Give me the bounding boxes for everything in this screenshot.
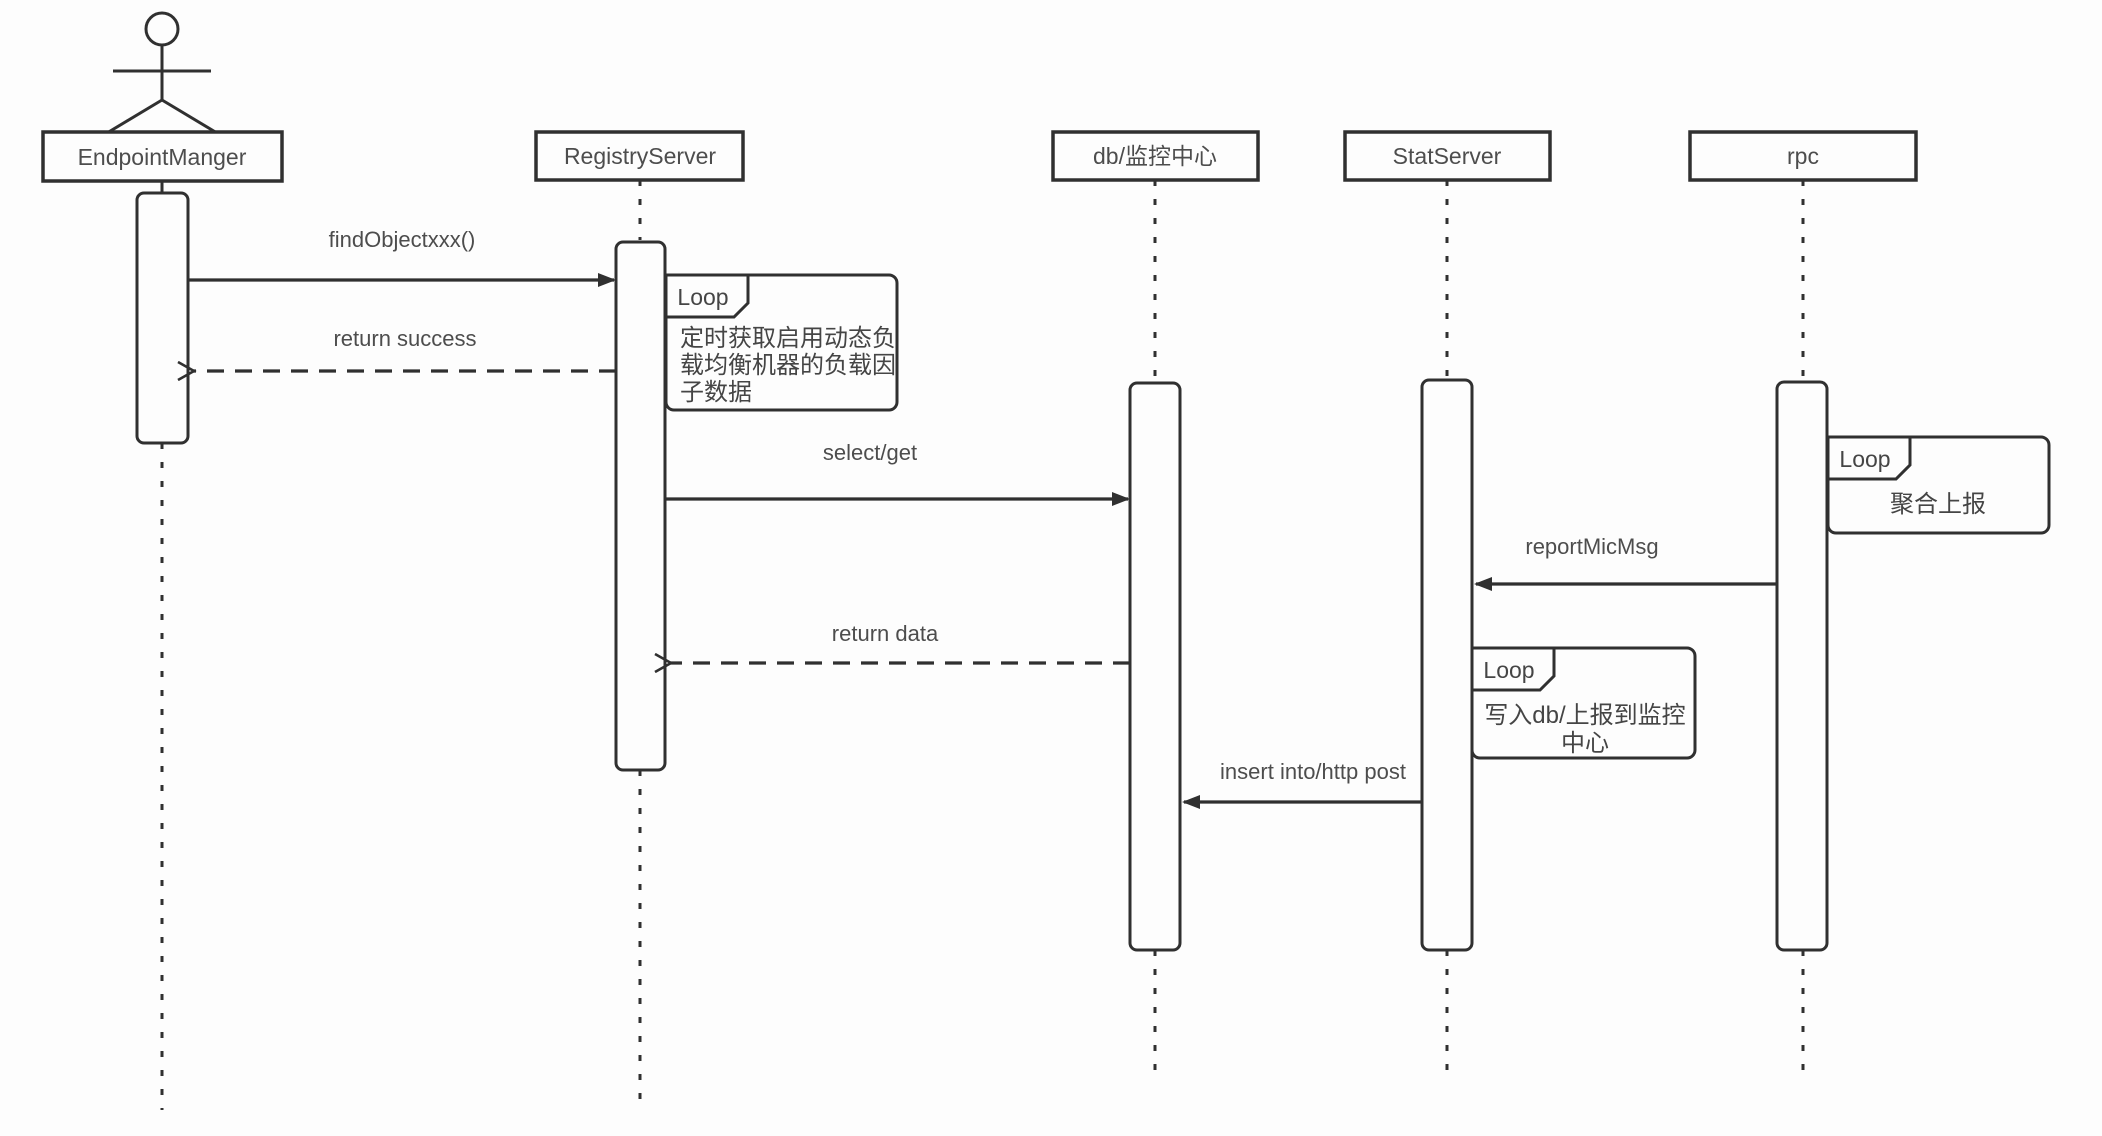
activation-registryserver <box>614 240 667 772</box>
loop-note-line: 中心 <box>1561 730 1609 757</box>
message-return-data: return data <box>669 621 1130 663</box>
lifeline-header-statserver <box>1343 130 1552 182</box>
lifeline-statserver: StatServer <box>1343 130 1552 1072</box>
lifeline-db-monitor: db/监控中心 <box>1051 130 1260 1072</box>
actor-icon <box>106 11 218 135</box>
message-insert-http-post: insert into/http post <box>1182 759 1422 809</box>
loop-note-line: 载均衡机器的负载因 <box>680 352 896 379</box>
message-label-return-data: return data <box>832 621 939 646</box>
message-reportmicmsg: reportMicMsg <box>1474 534 1777 591</box>
lifeline-label-registryserver: RegistryServer <box>564 143 716 169</box>
message-label-insert-http-post: insert into/http post <box>1220 759 1406 784</box>
lifeline-label-db-monitor: db/监控中心 <box>1093 143 1217 169</box>
activation-db-monitor <box>1128 381 1182 952</box>
lifeline-header-registryserver <box>534 130 745 182</box>
loop-fragment-registryserver: Loop 定时获取启用动态负 载均衡机器的负载因 子数据 <box>664 273 899 412</box>
message-return-success: return success <box>192 326 616 371</box>
lifeline-endpointmanger: EndpointManger <box>41 11 284 1110</box>
activation-statserver <box>1420 378 1474 952</box>
lifeline-registryserver: RegistryServer <box>534 130 745 1110</box>
message-label-findobjectxxx: findObjectxxx() <box>329 227 476 252</box>
loop-tab <box>1470 646 1556 692</box>
lifeline-header-db-monitor <box>1051 130 1260 182</box>
message-label-select-get: select/get <box>823 440 917 465</box>
message-select-get: select/get <box>665 440 1130 506</box>
lifeline-label-rpc: rpc <box>1787 143 1819 169</box>
message-findobjectxxx: findObjectxxx() <box>188 227 616 287</box>
loop-note-line: 子数据 <box>680 379 752 406</box>
loop-note-line: 定时获取启用动态负 <box>680 325 896 352</box>
loop-note-line: 聚合上报 <box>1890 491 1986 518</box>
lifeline-header-endpointmanger <box>41 130 284 183</box>
loop-tab-label: Loop <box>1839 446 1890 472</box>
message-label-return-success: return success <box>333 326 476 351</box>
lifeline-header-rpc <box>1688 130 1918 182</box>
loop-fragment-statserver: Loop 写入db/上报到监控 中心 <box>1470 646 1697 760</box>
activation-rpc <box>1775 380 1829 952</box>
loop-tab <box>1826 435 1912 481</box>
lifeline-label-endpointmanger: EndpointManger <box>78 144 247 170</box>
message-label-reportmicmsg: reportMicMsg <box>1525 534 1658 559</box>
lifeline-rpc: rpc <box>1688 130 1918 1072</box>
loop-tab-label: Loop <box>677 284 728 310</box>
loop-tab-label: Loop <box>1483 657 1534 683</box>
loop-fragment-rpc: Loop 聚合上报 <box>1826 435 2051 535</box>
activation-endpointmanger <box>135 191 190 445</box>
loop-note-line: 写入db/上报到监控 <box>1484 702 1685 729</box>
loop-tab <box>664 273 750 319</box>
lifeline-label-statserver: StatServer <box>1393 143 1502 169</box>
